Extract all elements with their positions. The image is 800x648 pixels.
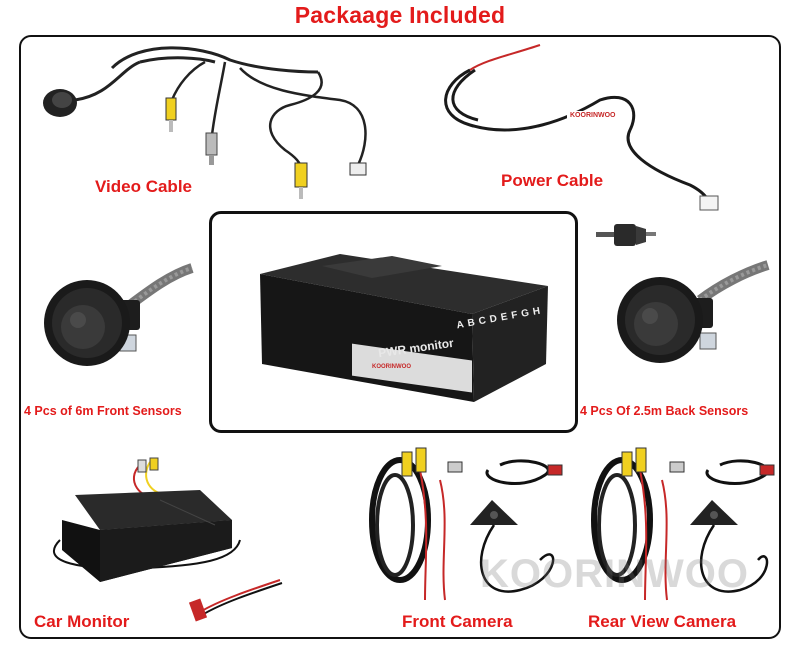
power-cable-label: Power Cable xyxy=(501,171,604,190)
port-label: C xyxy=(477,315,487,328)
front-camera-image xyxy=(369,447,563,601)
port-label: F xyxy=(510,309,519,322)
front-camera-label: Front Camera xyxy=(402,612,513,631)
front-sensors-label: 4 Pcs of 6m Front Sensors xyxy=(24,404,182,418)
port-label: A xyxy=(455,319,465,332)
control-box-image xyxy=(260,254,548,402)
port-label: E xyxy=(499,311,509,324)
rear-camera-label: Rear View Camera xyxy=(588,612,737,631)
car-monitor-image xyxy=(53,457,283,622)
video-cable-label: Video Cable xyxy=(95,177,192,196)
hole-saw-image xyxy=(596,224,656,246)
control-box-brand: KOORINWOO xyxy=(372,364,411,370)
port-label: B xyxy=(466,317,476,330)
power-cable-brand: KOORINWOO xyxy=(570,112,616,119)
package-frame xyxy=(19,35,781,639)
rear-camera-image xyxy=(591,447,775,601)
back-sensor-image xyxy=(617,260,770,363)
power-cable-image xyxy=(444,44,719,211)
watermark: KOORINWOO xyxy=(480,552,749,596)
back-sensors-label: 4 Pcs Of 2.5m Back Sensors xyxy=(580,404,749,418)
control-box-panel: PWR monitor A B C D E F G H KOORINWOO xyxy=(209,211,578,433)
page-title: Packaage Included xyxy=(294,2,506,28)
port-label: G xyxy=(520,307,530,320)
car-monitor-label: Car Monitor xyxy=(34,612,130,631)
video-cable-image xyxy=(43,46,367,199)
port-label: D xyxy=(488,313,498,326)
front-sensor-image xyxy=(44,263,194,366)
